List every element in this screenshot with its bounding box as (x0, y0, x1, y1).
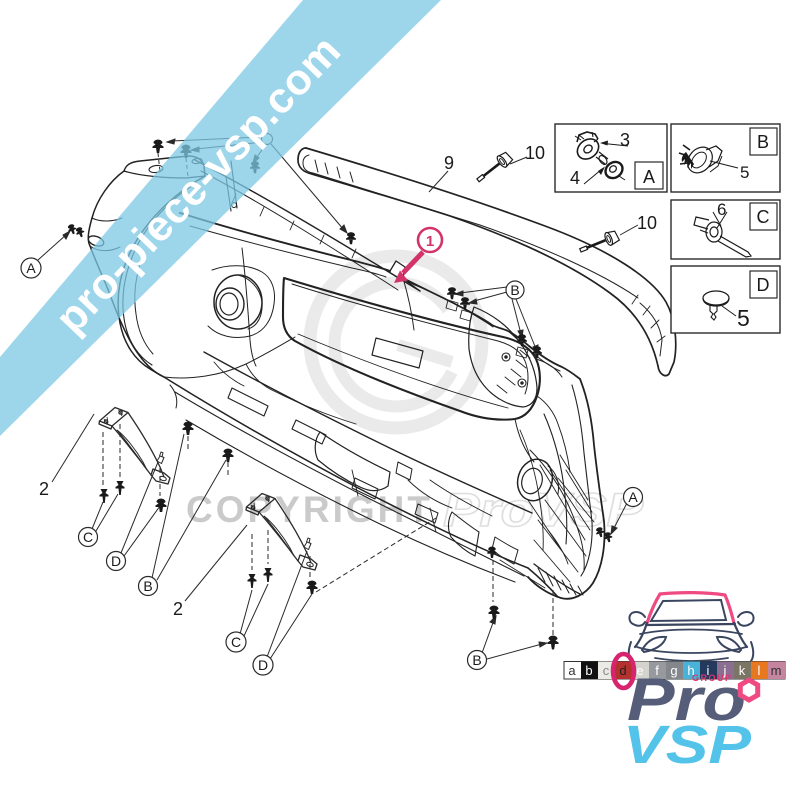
svg-text:10: 10 (525, 143, 545, 163)
svg-text:COPYRIGHT: COPYRIGHT (186, 489, 433, 530)
svg-text:m: m (771, 663, 782, 678)
svg-text:5: 5 (737, 305, 750, 331)
svg-text:VSP: VSP (623, 715, 752, 775)
svg-text:pro-piece-vsp.com: pro-piece-vsp.com (46, 26, 350, 343)
svg-text:a: a (568, 663, 576, 678)
svg-text:B: B (757, 132, 769, 152)
svg-text:B: B (143, 578, 152, 594)
svg-text:Pro: Pro (627, 666, 746, 733)
svg-text:2: 2 (39, 479, 49, 499)
svg-text:i: i (707, 663, 710, 678)
svg-text:k: k (739, 663, 746, 678)
svg-text:B: B (472, 652, 481, 668)
svg-text:C: C (757, 207, 770, 227)
svg-text:D: D (258, 657, 268, 673)
svg-text:5: 5 (740, 163, 749, 182)
svg-text:d: d (619, 663, 626, 678)
svg-text:e: e (636, 663, 643, 678)
svg-text:g: g (670, 663, 677, 678)
svg-text:A: A (643, 167, 655, 187)
svg-text:h: h (687, 663, 694, 678)
svg-text:3: 3 (620, 130, 630, 150)
svg-text:D: D (111, 553, 121, 569)
svg-text:10: 10 (637, 213, 657, 233)
svg-text:j: j (723, 663, 727, 678)
svg-text:A: A (628, 489, 638, 505)
svg-text:C: C (83, 529, 93, 545)
svg-text:9: 9 (444, 153, 454, 173)
svg-text:l: l (758, 663, 761, 678)
svg-text:D: D (757, 275, 770, 295)
svg-text:f: f (655, 663, 659, 678)
svg-text:B: B (510, 282, 519, 298)
svg-text:6: 6 (717, 200, 726, 219)
svg-text:GROUP: GROUP (692, 673, 733, 683)
svg-text:1: 1 (426, 233, 434, 250)
svg-text:c: c (603, 663, 610, 678)
svg-text:b: b (585, 663, 592, 678)
svg-text:C: C (231, 634, 241, 650)
svg-text:4: 4 (570, 168, 580, 188)
svg-text:A: A (26, 260, 36, 276)
svg-text:2: 2 (173, 599, 183, 619)
